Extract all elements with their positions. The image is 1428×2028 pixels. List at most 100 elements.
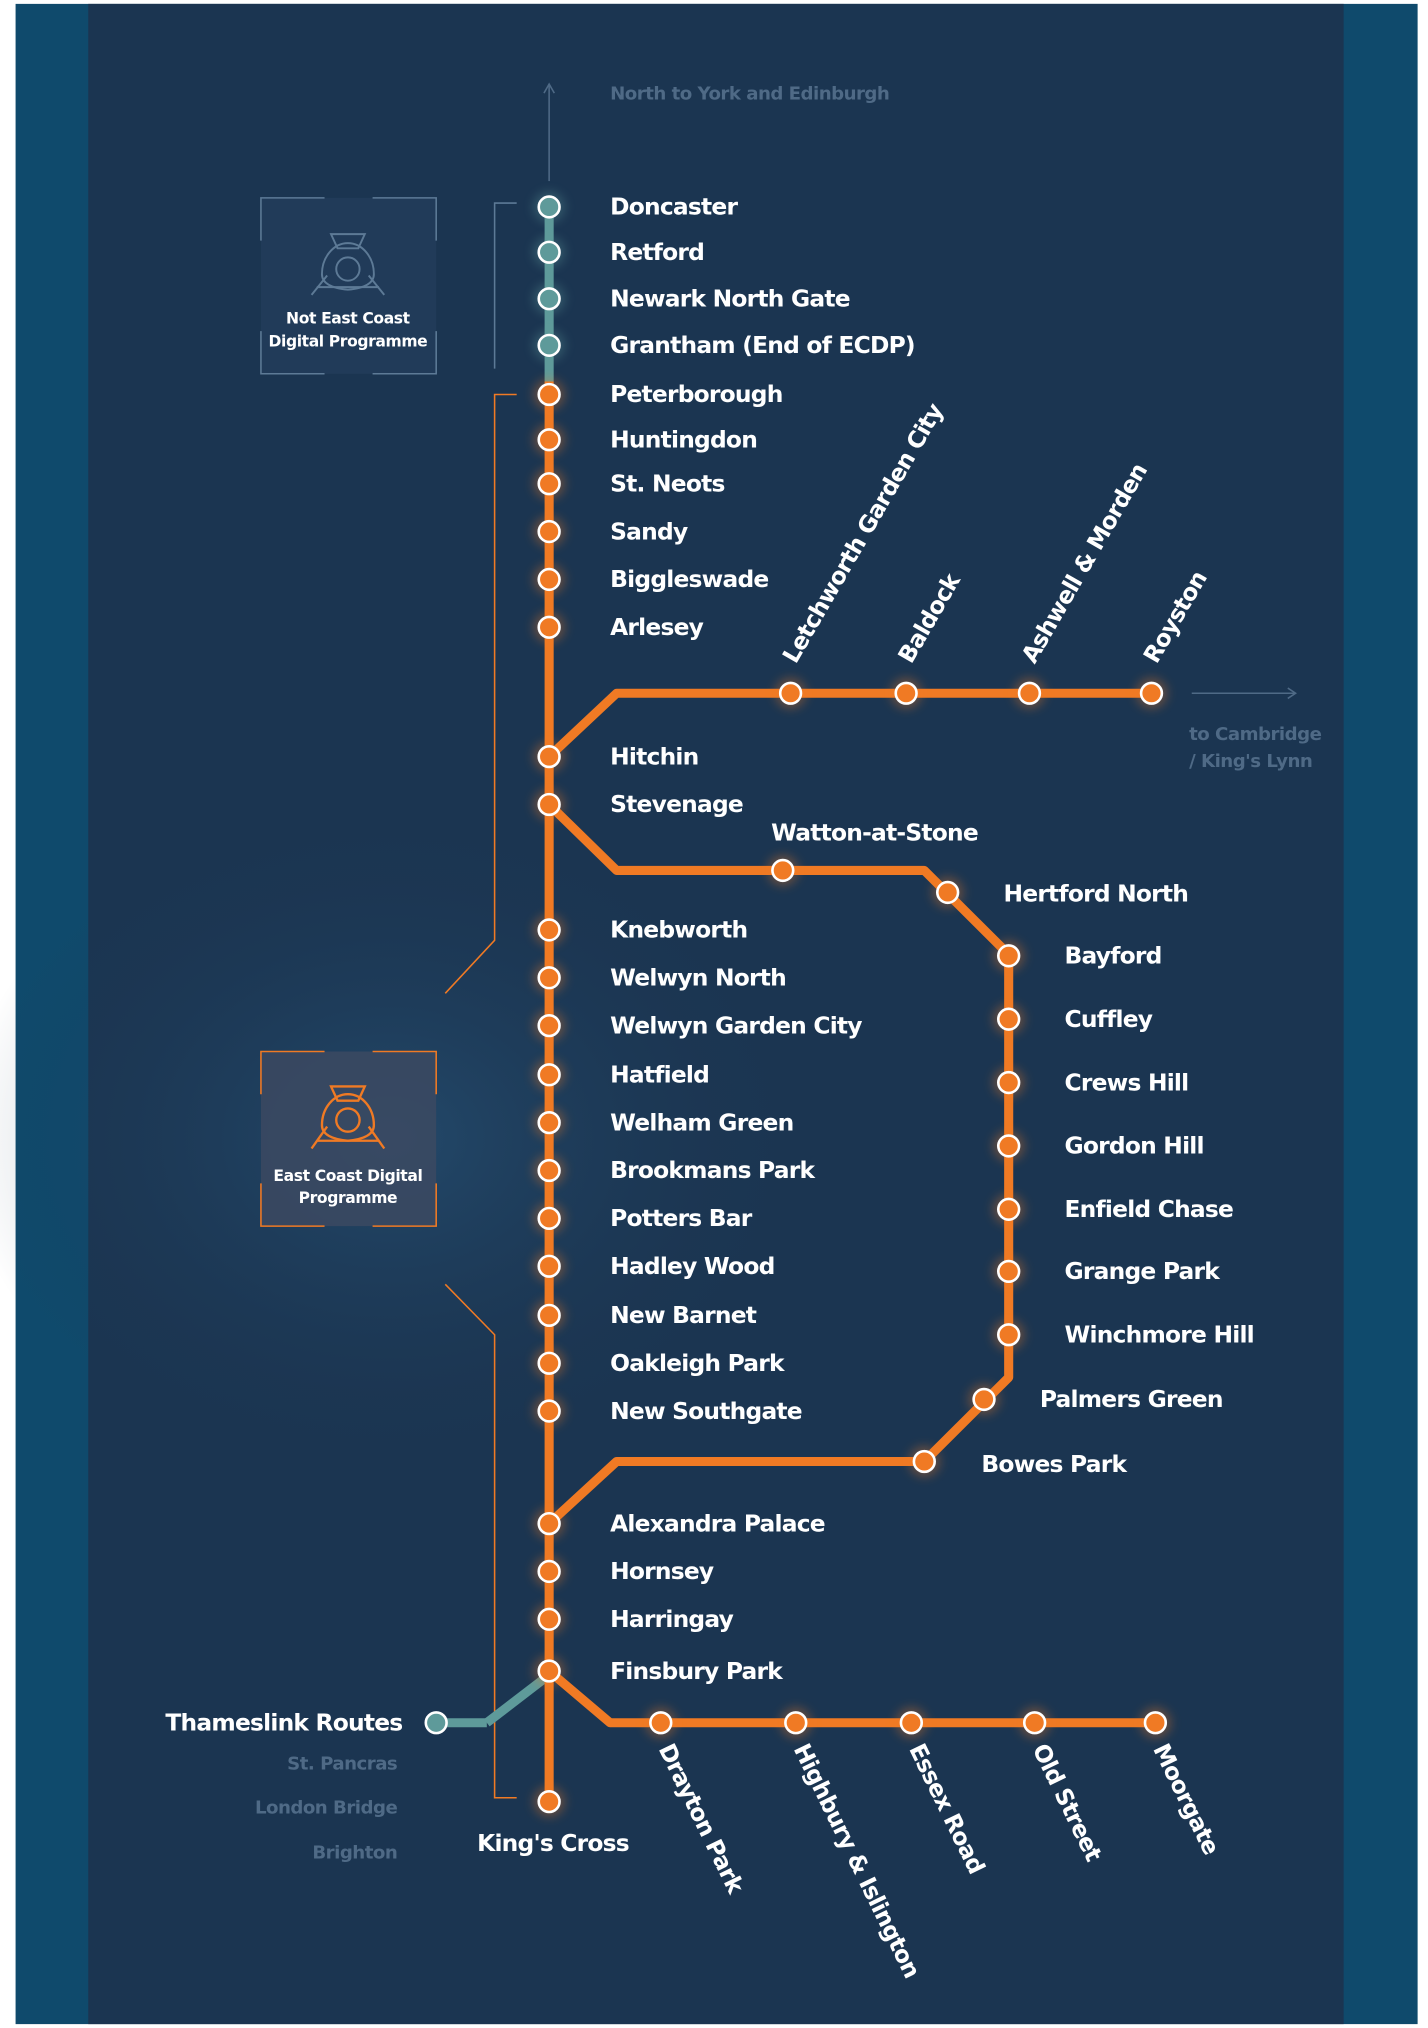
station-gordon-hill[interactable]: Gordon Hill [993,1130,1205,1162]
station-marker[interactable] [997,1070,1021,1095]
station-welwyn-north[interactable]: Welwyn North [533,962,787,994]
station-biggleswade[interactable]: Biggleswade [533,563,769,595]
station-brookmans-park[interactable]: Brookmans Park [533,1154,816,1187]
station-marker[interactable] [537,1303,561,1327]
station-bayford[interactable]: Bayford [993,940,1162,972]
station-marker[interactable] [537,615,561,639]
station-st-neots[interactable]: St. Neots [533,468,725,500]
station-marker[interactable] [537,1790,561,1814]
station-marker[interactable] [537,744,561,769]
station-marker[interactable] [537,1399,561,1423]
station-crews-hill[interactable]: Crews Hill [993,1067,1189,1099]
station-marker[interactable] [537,1659,561,1683]
station-retford[interactable]: Retford [533,236,705,268]
station-marker[interactable] [537,792,561,817]
station-marker[interactable] [537,1063,561,1087]
station-hadley-wood[interactable]: Hadley Wood [533,1250,775,1282]
station-stevenage[interactable]: Stevenage [533,788,744,820]
station-marker[interactable] [537,1158,561,1183]
station-marker[interactable] [537,918,561,942]
thameslink-label: Thameslink Routes [165,1710,402,1737]
station-grange-park[interactable]: Grange Park [993,1255,1221,1287]
station-label: Knebworth [610,917,747,944]
station-potters-bar[interactable]: Potters Bar [533,1202,754,1234]
station-marker[interactable] [784,1711,808,1735]
train-icon [310,233,386,296]
station-marker[interactable] [537,1607,561,1631]
station-marker[interactable] [537,240,561,264]
station-hornsey[interactable]: Hornsey [533,1555,715,1587]
station-cuffley[interactable]: Cuffley [993,1003,1154,1035]
station-harringay[interactable]: Harringay [533,1603,734,1635]
station-welham-green[interactable]: Welham Green [533,1107,794,1139]
station-marker[interactable] [997,1259,1021,1284]
station-palmers-green[interactable]: Palmers Green [968,1383,1223,1415]
station-marker[interactable] [537,1206,561,1230]
station-knebworth[interactable]: Knebworth [533,914,748,946]
station-bowes-park[interactable]: Bowes Park [908,1445,1128,1478]
station-label: Peterborough [610,381,782,408]
station-marker[interactable] [537,382,561,407]
station-marker[interactable] [1139,681,1164,705]
thameslink-marker[interactable] [424,1711,448,1735]
station-label: Palmers Green [1040,1386,1223,1413]
station-new-southgate[interactable]: New Southgate [533,1395,803,1427]
station-doncaster[interactable]: Doncaster [533,191,739,223]
station-marker[interactable] [537,519,561,544]
station-marker[interactable] [537,287,561,311]
station-marker[interactable] [537,428,561,452]
station-marker[interactable] [537,1351,561,1375]
station-marker[interactable] [997,944,1021,968]
station-welwyn-garden-city[interactable]: Welwyn Garden City [533,1010,863,1042]
station-marker[interactable] [537,966,561,990]
station-arlesey[interactable]: Arlesey [533,611,704,643]
station-marker[interactable] [997,1134,1021,1158]
station-huntingdon[interactable]: Huntingdon [533,424,758,456]
station-marker[interactable] [1143,1711,1168,1735]
station-winchmore-hill[interactable]: Winchmore Hill [993,1319,1255,1351]
station-hatfield[interactable]: Hatfield [533,1059,710,1091]
station-alexandra-palace[interactable]: Alexandra Palace [533,1508,826,1540]
station-marker[interactable] [997,1007,1021,1031]
station-marker[interactable] [537,1559,561,1584]
station-grantham-end-of-ecdp[interactable]: Grantham (End of ECDP) [533,329,916,361]
station-marker[interactable] [894,681,918,705]
station-marker[interactable] [912,1449,936,1474]
station-label: Oakleigh Park [610,1350,785,1377]
legend-ecdp: East Coast Digital Programme [260,1050,437,1227]
station-new-barnet[interactable]: New Barnet [533,1299,758,1331]
station-king-s-cross[interactable]: King's Cross [477,1786,630,1857]
station-marker[interactable] [972,1387,996,1412]
station-marker[interactable] [537,1013,561,1038]
cambridge-note: to Cambridge [1189,724,1321,745]
station-marker[interactable] [1022,1711,1047,1735]
station-label: Bayford [1065,943,1162,970]
station-marker[interactable] [537,195,561,219]
station-marker[interactable] [1017,681,1042,705]
station-marker[interactable] [899,1711,924,1735]
station-marker[interactable] [537,472,561,496]
bracket-ecdp-upper [444,393,517,994]
station-finsbury-park[interactable]: Finsbury Park [533,1655,784,1687]
station-marker[interactable] [537,1511,561,1536]
station-newark-north-gate[interactable]: Newark North Gate [533,283,851,315]
station-marker[interactable] [537,1254,561,1278]
station-marker[interactable] [649,1711,673,1735]
station-label: Hornsey [610,1558,714,1585]
station-marker[interactable] [935,880,960,905]
station-marker[interactable] [537,567,561,592]
station-marker[interactable] [997,1323,1021,1347]
station-watton-at-stone[interactable]: Watton-at-Stone [767,820,979,886]
station-marker[interactable] [537,333,561,357]
station-oakleigh-park[interactable]: Oakleigh Park [533,1347,786,1379]
station-marker[interactable] [778,681,803,705]
station-sandy[interactable]: Sandy [533,516,689,548]
station-peterborough[interactable]: Peterborough [533,378,783,410]
station-hertford-north[interactable]: Hertford North [932,876,1189,908]
station-enfield-chase[interactable]: Enfield Chase [993,1193,1234,1225]
station-marker[interactable] [771,858,795,883]
station-marker[interactable] [997,1197,1021,1221]
station-hitchin[interactable]: Hitchin [533,741,699,773]
station-label: Finsbury Park [610,1658,783,1685]
station-marker[interactable] [537,1111,561,1135]
